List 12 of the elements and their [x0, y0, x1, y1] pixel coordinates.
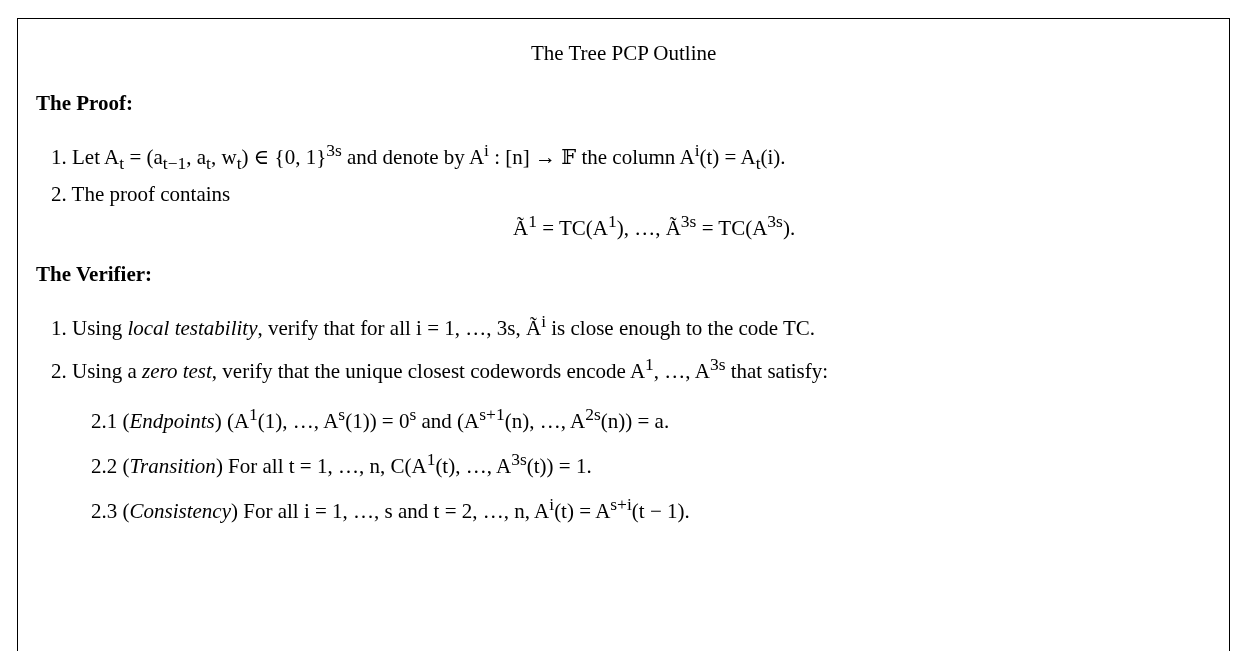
list-item: 1. Let A$_{t}$ = (a$_{t−1}$, a$_{t}$, w$_{t}$) ∈ {0, 1}$^{3s}$ and denote by A$^{i}$ : [n] → 𝔽 the column A$^{i}$(t) = A$_{t}$(i).	[51, 140, 786, 175]
outline-frame	[17, 18, 1230, 651]
list-item: 2. Using a zero test, verify that the unique closest codewords encode A$^{1}$, …, A$^{3s}$ that satisfy:	[51, 354, 829, 385]
list-item: 2.1 (Endpoints) (A$^{1}$(1), …, A$^{s}$(1)) = 0$^{s}$ and (A$^{s+1}$(n), …, A$^{2s}$(n)) = a.	[91, 404, 670, 435]
outline-heading: The Tree PCP Outline	[531, 41, 717, 67]
list-item: 2.2 (Transition) For all t = 1, …, n, C(A$^{1}$(t), …, A$^{3s}$(t)) = 1.	[91, 449, 592, 480]
section-heading: The Verifier:	[36, 262, 153, 288]
list-item: 2.3 (Consistency) For all i = 1, …, s and t = 2, …, n, A$^{i}$(t) = A$^{s+i}$(t − 1).	[91, 494, 690, 525]
list-item: 2. The proof contains	[51, 182, 231, 208]
equation: Ã$^{1}$ = TC(A$^{1}$), …, Ã$^{3s}$ = TC(A$^{3s}$).	[513, 211, 796, 242]
list-item: 1. Using local testability, verify that for all i = 1, …, 3s, Ã$^{i}$ is close enough to the code TC.	[51, 311, 816, 342]
section-heading: The Proof:	[36, 91, 133, 117]
